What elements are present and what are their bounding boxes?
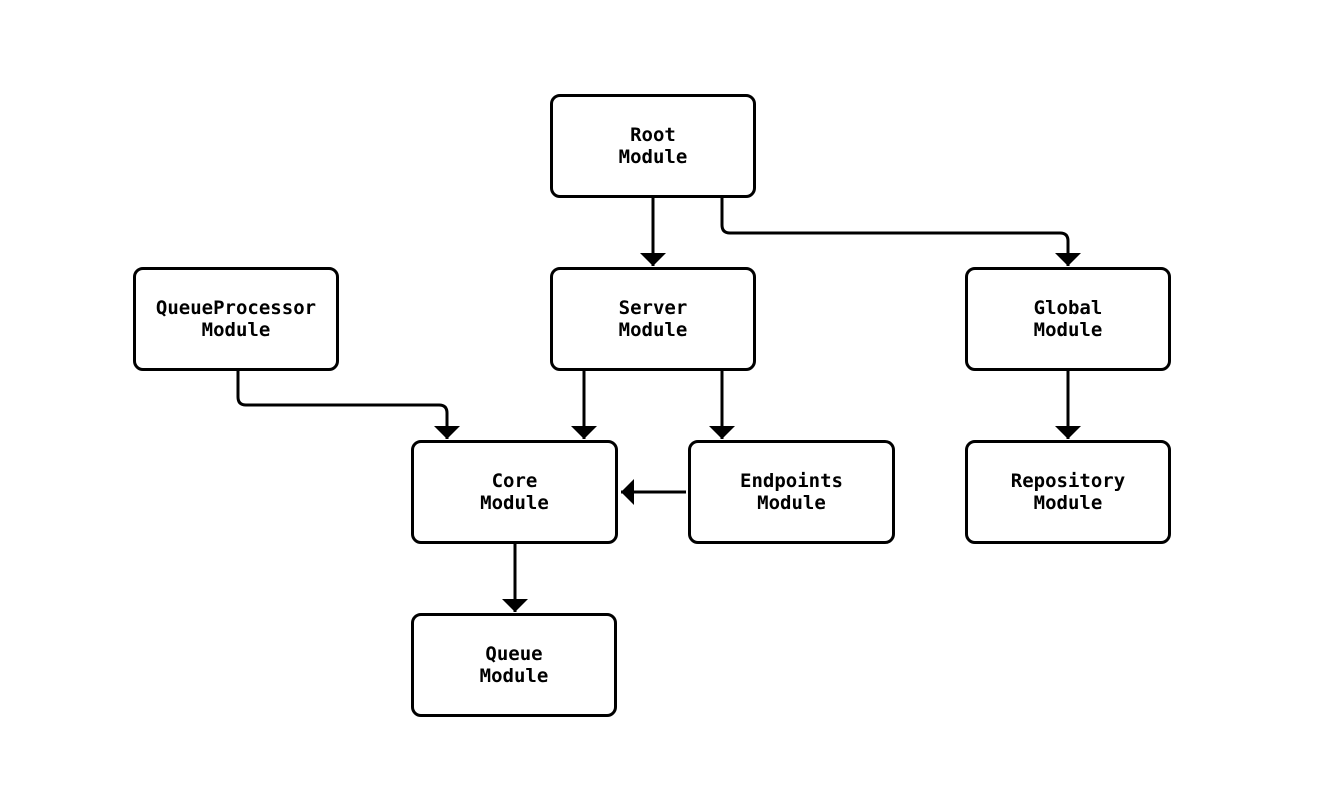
node-label: Server Module <box>618 297 688 341</box>
edge-queueprocessor-to-core <box>236 371 460 439</box>
node-label: Root Module <box>618 124 688 168</box>
node-label: Repository Module <box>1010 470 1126 514</box>
node-core-module: Core Module <box>411 440 618 544</box>
node-repository-module: Repository Module <box>965 440 1171 544</box>
node-label: Endpoints Module <box>740 470 843 514</box>
node-label: Global Module <box>1033 297 1103 341</box>
node-label: Queue Module <box>479 643 549 687</box>
node-root-module: Root Module <box>550 94 756 198</box>
edge-root-to-global <box>720 198 1081 266</box>
node-queue-module: Queue Module <box>411 613 617 717</box>
node-queueprocessor-module: QueueProcessor Module <box>133 267 339 371</box>
node-label: Core Module <box>480 470 549 514</box>
node-endpoints-module: Endpoints Module <box>688 440 895 544</box>
node-global-module: Global Module <box>965 267 1171 371</box>
node-server-module: Server Module <box>550 267 756 371</box>
node-label: QueueProcessor Module <box>155 297 317 341</box>
